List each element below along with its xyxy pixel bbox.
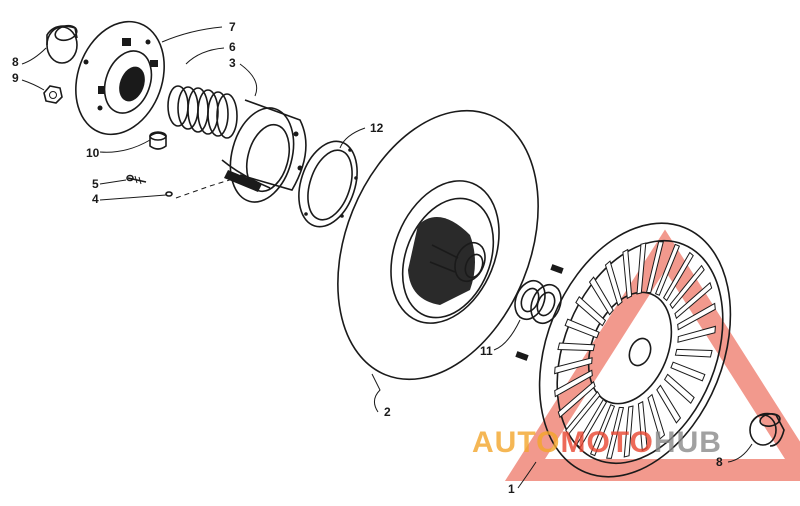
- part-8-bushing-bottom: [749, 412, 785, 447]
- sheave-spoke: [557, 342, 596, 352]
- sheave-spoke: [565, 390, 601, 436]
- sheave-spoke: [554, 369, 593, 398]
- sheave-spoke: [576, 398, 608, 449]
- label-part-8-bottom: 8: [716, 455, 723, 469]
- sheave-spoke: [564, 318, 600, 339]
- label-part-10: 10: [86, 146, 100, 160]
- sheave-spoke: [677, 302, 716, 331]
- label-part-1: 1: [508, 482, 515, 496]
- watermark-auto: AUTO: [472, 426, 560, 459]
- label-part-2: 2: [384, 405, 391, 419]
- sheave-spoke: [589, 404, 616, 457]
- part-11-spacer-washer: [514, 279, 562, 325]
- sheave-studs: [515, 264, 564, 361]
- sheave-spoke: [637, 400, 648, 452]
- part-8-bushing-top: [46, 24, 78, 64]
- part-4-pin: [165, 191, 173, 197]
- sheave-spoke: [645, 241, 664, 294]
- part-5-screw: [126, 174, 147, 185]
- sheave-spoke: [662, 251, 694, 302]
- label-part-11: 11: [480, 344, 493, 358]
- label-part-6: 6: [229, 40, 236, 54]
- label-part-8-top: 8: [12, 55, 19, 69]
- sheave-spoke: [674, 281, 713, 320]
- label-part-7: 7: [229, 20, 236, 34]
- part-10-slider-button: [149, 131, 167, 150]
- sheave-spoke: [575, 296, 607, 327]
- sheave-spoke: [604, 260, 623, 307]
- sheave-spoke: [656, 384, 682, 424]
- label-part-12: 12: [370, 121, 384, 135]
- sheave-spoke: [674, 348, 713, 358]
- label-part-5: 5: [92, 177, 99, 191]
- part-1-fixed-sheave: [538, 222, 732, 478]
- sheave-spoke: [636, 242, 647, 295]
- watermark-triangle: [504, 229, 800, 481]
- watermark-hub: HUB: [654, 426, 722, 459]
- sheave-spoke: [606, 406, 625, 459]
- label-part-9: 9: [12, 71, 19, 85]
- sheave-spoke: [654, 243, 681, 296]
- sheave-spoke: [554, 357, 593, 375]
- label-part-3: 3: [229, 56, 236, 70]
- part-7-cam-plate: [75, 20, 165, 136]
- part-2-moveable-sheave: [337, 109, 539, 381]
- watermark-moto: MOTO: [560, 426, 653, 459]
- sheave-spokes: [554, 241, 716, 459]
- axis-centerline: [175, 177, 237, 199]
- sheave-spoke: [557, 380, 596, 419]
- label-part-4: 4: [92, 192, 99, 206]
- sheave-spoke: [677, 325, 716, 343]
- part-3-spring: [167, 85, 238, 139]
- part-9-nut: [43, 85, 63, 104]
- sheave-spoke: [647, 393, 666, 440]
- sheave-spoke: [623, 405, 634, 458]
- sheave-spoke: [669, 264, 705, 310]
- part-6-helix-cam: [221, 99, 307, 203]
- sheave-spoke: [663, 373, 695, 404]
- sheave-spoke: [622, 248, 633, 300]
- sheave-spoke: [588, 276, 614, 316]
- sheave-spoke: [670, 361, 706, 382]
- watermark-logo: AUTOMOTOHUB: [472, 426, 722, 459]
- leader-lines: [21, 26, 753, 489]
- part-12-spacer-ring: [298, 140, 358, 228]
